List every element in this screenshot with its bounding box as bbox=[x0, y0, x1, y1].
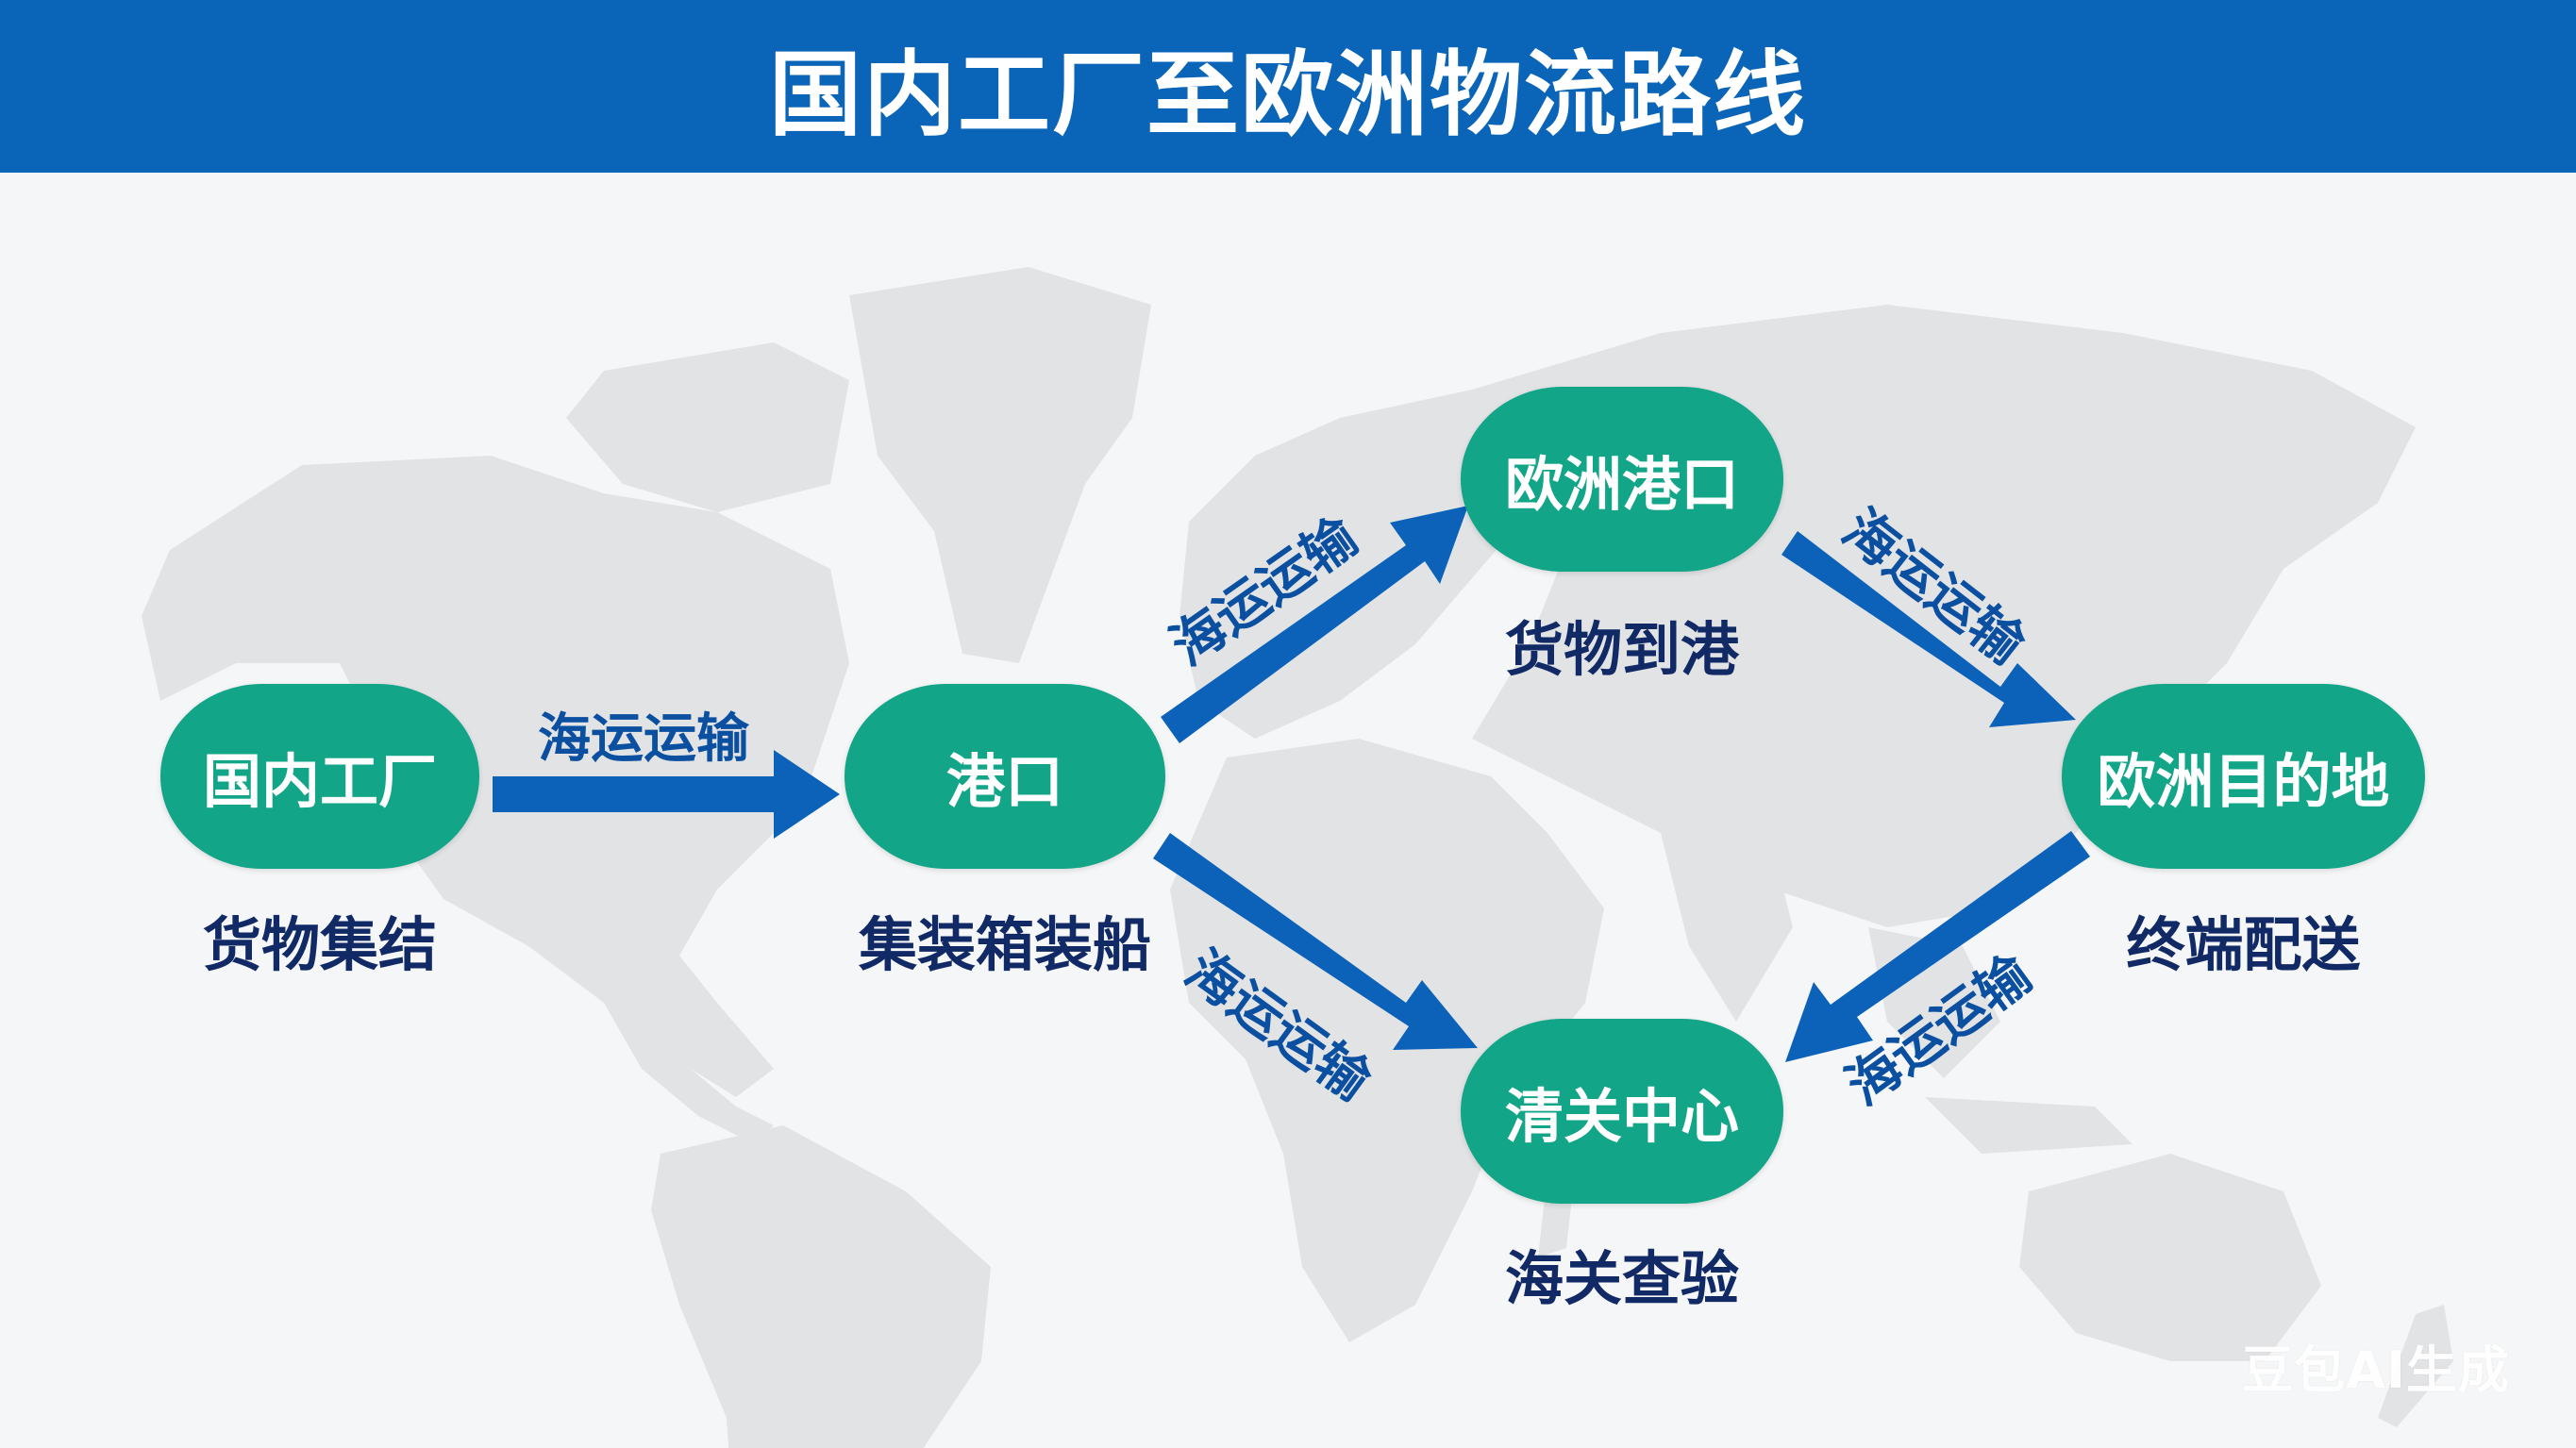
diagram-canvas: 国内工厂 货物集结 港口 集装箱装船 欧洲港口 货物到港 清关中心 海关查验 欧… bbox=[0, 173, 2576, 1448]
node-label: 港口 bbox=[945, 747, 1063, 816]
greenland-shape bbox=[849, 267, 1151, 663]
australia-shape bbox=[2019, 1154, 2321, 1361]
node-label: 欧洲目的地 bbox=[2097, 747, 2390, 816]
node-caption: 终端配送 bbox=[2126, 910, 2361, 979]
node-domestic-factory: 国内工厂 bbox=[160, 684, 479, 869]
arrow-eu-port-to-destination bbox=[1781, 531, 2076, 727]
south-america-shape bbox=[651, 1125, 991, 1448]
arrow-port-to-customs bbox=[1153, 833, 1478, 1050]
node-caption: 货物到港 bbox=[1504, 615, 1739, 684]
node-caption: 货物集结 bbox=[202, 910, 437, 979]
arrow-factory-to-port bbox=[493, 750, 840, 839]
node-port: 港口 bbox=[845, 684, 1165, 869]
node-customs-center: 清关中心 bbox=[1461, 1019, 1783, 1204]
node-label: 清关中心 bbox=[1504, 1082, 1739, 1151]
edge-label-factory-port: 海运运输 bbox=[538, 708, 749, 770]
ai-watermark: 豆包AI生成 bbox=[2242, 1340, 2510, 1400]
route-arrows bbox=[493, 506, 2090, 1062]
node-europe-destination: 欧洲目的地 bbox=[2062, 684, 2425, 869]
node-caption: 集装箱装船 bbox=[858, 910, 1151, 979]
node-caption: 海关查验 bbox=[1504, 1244, 1739, 1313]
africa-shape bbox=[1170, 739, 1604, 1342]
title-banner: 国内工厂至欧洲物流路线 bbox=[0, 0, 2576, 173]
arrow-destination-to-customs bbox=[1785, 831, 2090, 1062]
node-label: 国内工厂 bbox=[202, 747, 437, 816]
page-title: 国内工厂至欧洲物流路线 bbox=[768, 41, 1807, 149]
node-label: 欧洲港口 bbox=[1504, 450, 1739, 519]
node-europe-port: 欧洲港口 bbox=[1461, 387, 1783, 572]
arrow-port-to-eu-port bbox=[1161, 506, 1468, 743]
